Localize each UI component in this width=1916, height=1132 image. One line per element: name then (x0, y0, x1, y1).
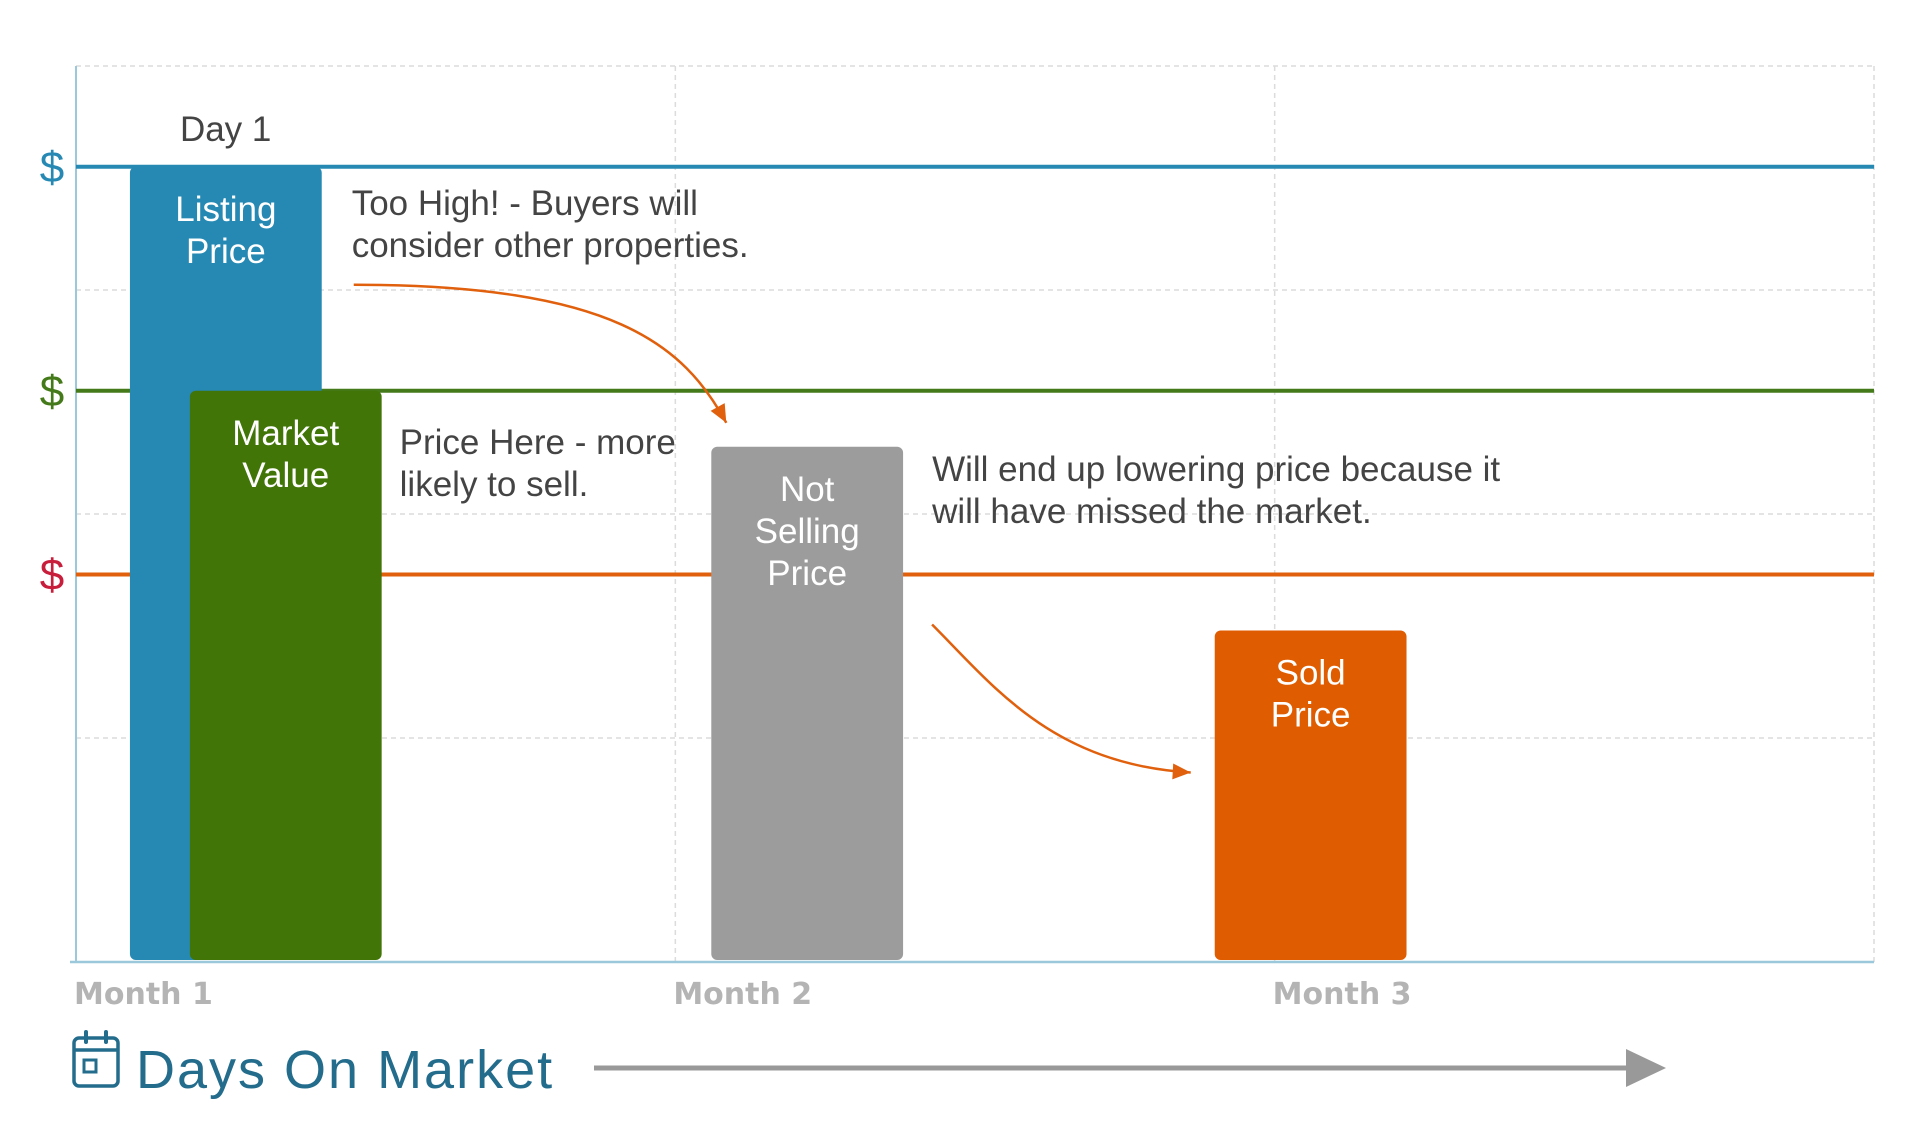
x-tick-labels: Month 1 Month 2 Month 3 (74, 977, 1412, 1012)
timeline-arrow (594, 1049, 1666, 1087)
x-tick-label: Month 2 (673, 977, 812, 1012)
annotation-text: will have missed the market. (931, 492, 1372, 531)
bar-label: Sold (1276, 653, 1346, 692)
bar-label: Value (242, 456, 329, 495)
curved-arrow (353, 283, 728, 424)
x-tick-label: Month 3 (1273, 977, 1412, 1012)
day-label: Day 1 (180, 110, 271, 149)
bar (189, 390, 382, 960)
axes (70, 66, 1874, 964)
x-tick-label: Month 1 (74, 977, 213, 1012)
x-axis-label: Days On Market (136, 1040, 554, 1100)
bar-label: Selling (755, 512, 860, 551)
bar-label: Listing (175, 190, 276, 229)
dollar-sign-marker: $ (40, 367, 64, 416)
annotation-text: Too High! - Buyers will (352, 184, 698, 223)
dollar-sign-marker: $ (40, 143, 64, 192)
arrow-head (1172, 763, 1191, 780)
bar (1214, 630, 1407, 960)
annotation-text: Price Here - more (400, 423, 676, 462)
annotation-text: likely to sell. (400, 465, 589, 504)
bar-label: Not (780, 470, 835, 509)
arrow-head (710, 403, 727, 423)
annotation-text: consider other properties. (352, 226, 749, 265)
dollar-sign-marker: $ (40, 550, 64, 599)
bar-label: Price (186, 232, 266, 271)
bar-label: Price (1271, 695, 1351, 734)
bar-label: Price (767, 554, 847, 593)
curved-arrow (931, 623, 1191, 774)
bar (711, 446, 904, 960)
calendar-icon (72, 1030, 120, 1088)
annotation-text: Will end up lowering price because it (932, 450, 1500, 489)
bar-label: Market (232, 414, 339, 453)
x-axis-title: Days On Market (72, 1030, 1666, 1100)
